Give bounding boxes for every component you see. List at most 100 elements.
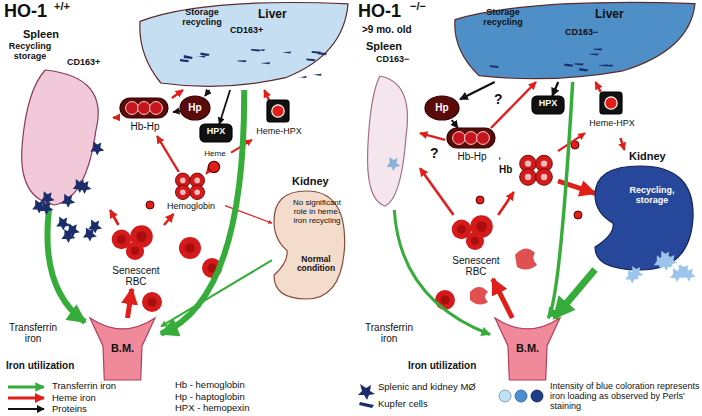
svg-part (531, 390, 543, 402)
svg-part (604, 65, 613, 67)
node-title: HPX (532, 99, 564, 109)
svg-part (138, 102, 151, 115)
node-title: Hb (498, 164, 513, 175)
annotation-label: >9 mo. old (362, 24, 412, 35)
svg-part (194, 189, 200, 195)
svg-part (180, 59, 189, 62)
dot-shape (200, 160, 228, 174)
spleen-shape (13, 70, 105, 205)
svg-part (251, 49, 260, 52)
organ-node: Senescent RBC (100, 225, 173, 289)
organ-node: KidneyRecycling, storage (595, 150, 695, 270)
svg-part (136, 231, 146, 241)
svg-part (126, 102, 139, 115)
svg-part (131, 247, 139, 255)
svg-part (453, 132, 466, 145)
flow-arrow (552, 82, 558, 96)
pill-shape (447, 128, 495, 148)
organ-node: HPX (200, 124, 233, 142)
flow-arrow (548, 82, 573, 318)
flow-arrow (452, 120, 458, 128)
flow-arrow (620, 138, 624, 150)
organ-node: SpleenCD163− (358, 40, 420, 210)
legend-text: Intensity of blue coloration represents … (550, 382, 700, 412)
rbc-shape (448, 215, 502, 251)
node-title: Spleen (23, 28, 59, 40)
annotation-label: Hp - haptoglobin (175, 392, 245, 402)
svg-part (22, 70, 99, 205)
svg-part (298, 76, 307, 78)
svg-part (61, 229, 75, 243)
flow-arrow (596, 82, 601, 92)
annotation-label: Hb - hemoglobin (175, 380, 245, 390)
node-note: CD163− (376, 55, 409, 65)
svg-part (564, 64, 573, 67)
svg-part (471, 237, 479, 245)
node-note: No significant role in heme-iron recycli… (290, 199, 344, 225)
hemehpx-shape (585, 92, 637, 114)
svg-part (56, 217, 70, 231)
pill-shape (120, 98, 168, 118)
svg-part (425, 96, 459, 120)
organ-node: B.M. (490, 318, 566, 380)
svg-part (282, 52, 291, 54)
svg-part (663, 254, 677, 268)
svg-part (441, 296, 450, 305)
svg-part (8, 397, 44, 400)
annotation-label: Transferrin iron (360, 322, 418, 344)
svg-part (197, 56, 206, 58)
svg-part (201, 52, 210, 56)
node-title: Hp (180, 102, 210, 113)
svg-part (595, 166, 693, 270)
node-title: Heme-HPX (252, 127, 306, 137)
svg-part (368, 76, 408, 206)
flow-arrow (420, 168, 454, 215)
svg-part (470, 287, 488, 305)
svg-part (476, 221, 486, 231)
rbc-shape (108, 225, 162, 261)
node-title: Hemoglobin (158, 202, 224, 212)
liver-shape (140, 2, 348, 90)
svg-part (8, 408, 44, 410)
svg-part (520, 169, 537, 186)
svg-part (605, 97, 617, 109)
organ-node: Hb (498, 150, 558, 192)
flow-arrow (172, 90, 183, 98)
svg-part (184, 55, 193, 59)
flow-arrow (219, 90, 230, 124)
svg-part (190, 185, 205, 200)
svg-part (180, 178, 186, 184)
legend-text: Proteins (52, 404, 87, 414)
organ-node: KidneyNo significant role in heme-iron r… (272, 175, 348, 300)
svg-part (499, 390, 511, 402)
annotation-label: ? (494, 92, 503, 107)
svg-part (312, 51, 321, 54)
flow-arrow (164, 214, 174, 225)
legend-text: Splenic and kidney MØ (378, 382, 476, 392)
svg-part (200, 124, 232, 142)
node-title: Senescent RBC (100, 265, 172, 287)
svg-part (590, 54, 599, 56)
legend-text: Transferrin iron (52, 381, 116, 391)
svg-part (579, 68, 588, 72)
svg-part (150, 102, 163, 115)
svg-part (120, 98, 168, 118)
svg-part (575, 63, 584, 65)
svg-part (208, 161, 219, 172)
node-title: Kidney (629, 150, 666, 162)
svg-part (574, 211, 582, 219)
svg-part (593, 49, 602, 51)
organ-node: B.M. (85, 318, 161, 380)
flow-arrow (491, 82, 536, 128)
organ-node: Heme (200, 150, 231, 174)
node-note: Normal condition (290, 255, 342, 274)
node-note: CD163− (565, 28, 598, 38)
annotation-label: HPX - hemopexin (175, 403, 249, 413)
node-note: Recycling storage (5, 42, 55, 62)
svg-part (117, 235, 126, 244)
svg-part (466, 232, 484, 250)
flow-arrow (47, 210, 85, 322)
node-title: Senescent RBC (440, 255, 512, 277)
node-title: HPX (200, 127, 232, 137)
